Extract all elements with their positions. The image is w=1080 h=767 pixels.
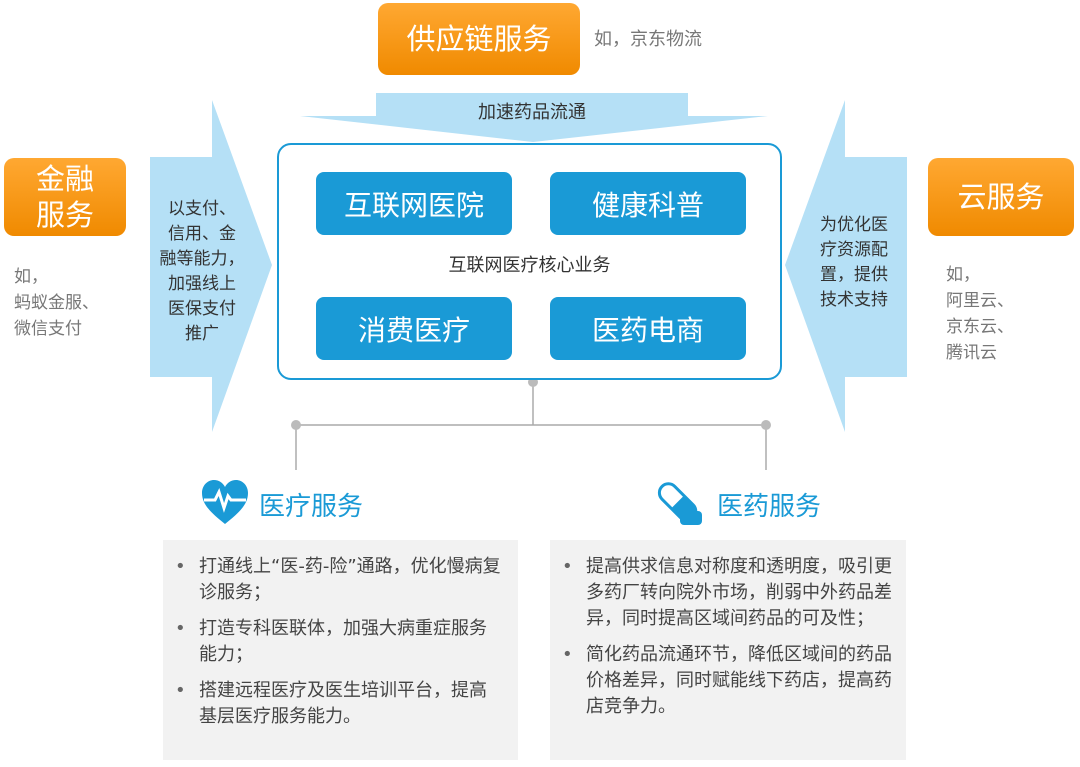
finance-arrow-text: 以支付、 信用、金 融等能力， 加强线上 医保支付 推广 [152,197,252,347]
pharma-service-title: 医药服务 [717,492,822,522]
medical-service-panel: 打通线上“医-药-险”通路，优化慢病复诊服务； 打造专科医联体，加强大病重症服务… [163,540,518,760]
finance-examples: 如， 蚂蚁金服、 微信支付 [14,264,99,342]
finance-example-line: 微信支付 [14,319,82,339]
cloud-examples: 如， 阿里云、 京东云、 腾讯云 [946,262,1014,366]
left-pointing-arrow [785,100,907,432]
finance-arrow-line: 加强线上 [168,274,236,294]
pharma-service-panel: 提高供求信息对称度和透明度，吸引更多药厂转向院外市场，削弱中外药品差异，同时提高… [550,540,906,760]
cloud-arrow-line: 置，提供 [820,265,888,285]
consumer-medical-box: 消费医疗 [316,297,512,360]
arrow-label-accelerate: 加速药品流通 [478,102,586,123]
cloud-arrow-line: 技术支持 [820,290,888,310]
medical-bullet: 打通线上“医-药-险”通路，优化慢病复诊服务； [175,554,504,606]
cloud-title: 云服务 [957,180,1045,214]
cloud-arrow-text: 为优化医 疗资源配 置，提供 技术支持 [806,213,902,313]
cloud-example-line: 阿里云、 [946,291,1014,311]
pharma-bullet: 简化药品流通环节，降低区域间的药品价格差异，同时赋能线下药店，提高药店竞争力。 [562,642,892,720]
medical-service-title: 医疗服务 [259,492,364,522]
internet-hospital-box: 互联网医院 [316,172,512,235]
finance-arrow-line: 医保支付 [168,299,236,319]
cloud-arrow-line: 疗资源配 [820,240,888,260]
finance-arrow-line: 推广 [185,324,219,344]
cloud-example-line: 如， [946,265,980,285]
finance-example-line: 如， [14,267,48,287]
connector-lines [295,382,767,470]
pharma-bullet: 提高供求信息对称度和透明度，吸引更多药厂转向院外市场，削弱中外药品差异，同时提高… [562,554,892,632]
cloud-arrow-line: 为优化医 [820,215,888,235]
finance-service-box: 金融 服务 [4,158,126,236]
finance-title-1: 金融 [35,162,94,196]
finance-arrow-line: 以支付、 [168,199,236,219]
finance-arrow-line: 融等能力， [159,249,245,269]
medical-bullet: 打造专科医联体，加强大病重症服务能力； [175,616,504,668]
pill-icon [657,482,702,525]
supply-chain-title: 供应链服务 [406,22,552,56]
finance-title-2: 服务 [35,198,94,232]
cloud-example-line: 京东云、 [946,317,1014,337]
supply-chain-service-box: 供应链服务 [378,3,580,75]
down-arrow [300,93,768,142]
cloud-service-box: 云服务 [928,158,1074,236]
core-business-label: 互联网医疗核心业务 [448,255,611,276]
medical-bullet: 搭建远程医疗及医生培训平台，提高基层医疗服务能力。 [175,678,504,730]
cloud-example-line: 腾讯云 [946,343,997,363]
health-education-box: 健康科普 [550,172,746,235]
finance-arrow-line: 信用、金 [168,224,236,244]
heart-pulse-icon [202,480,248,524]
supply-chain-example: 如，京东物流 [594,29,702,50]
right-pointing-arrow [150,100,272,432]
pharma-ecommerce-box: 医药电商 [550,297,746,360]
finance-example-line: 蚂蚁金服、 [14,293,99,313]
